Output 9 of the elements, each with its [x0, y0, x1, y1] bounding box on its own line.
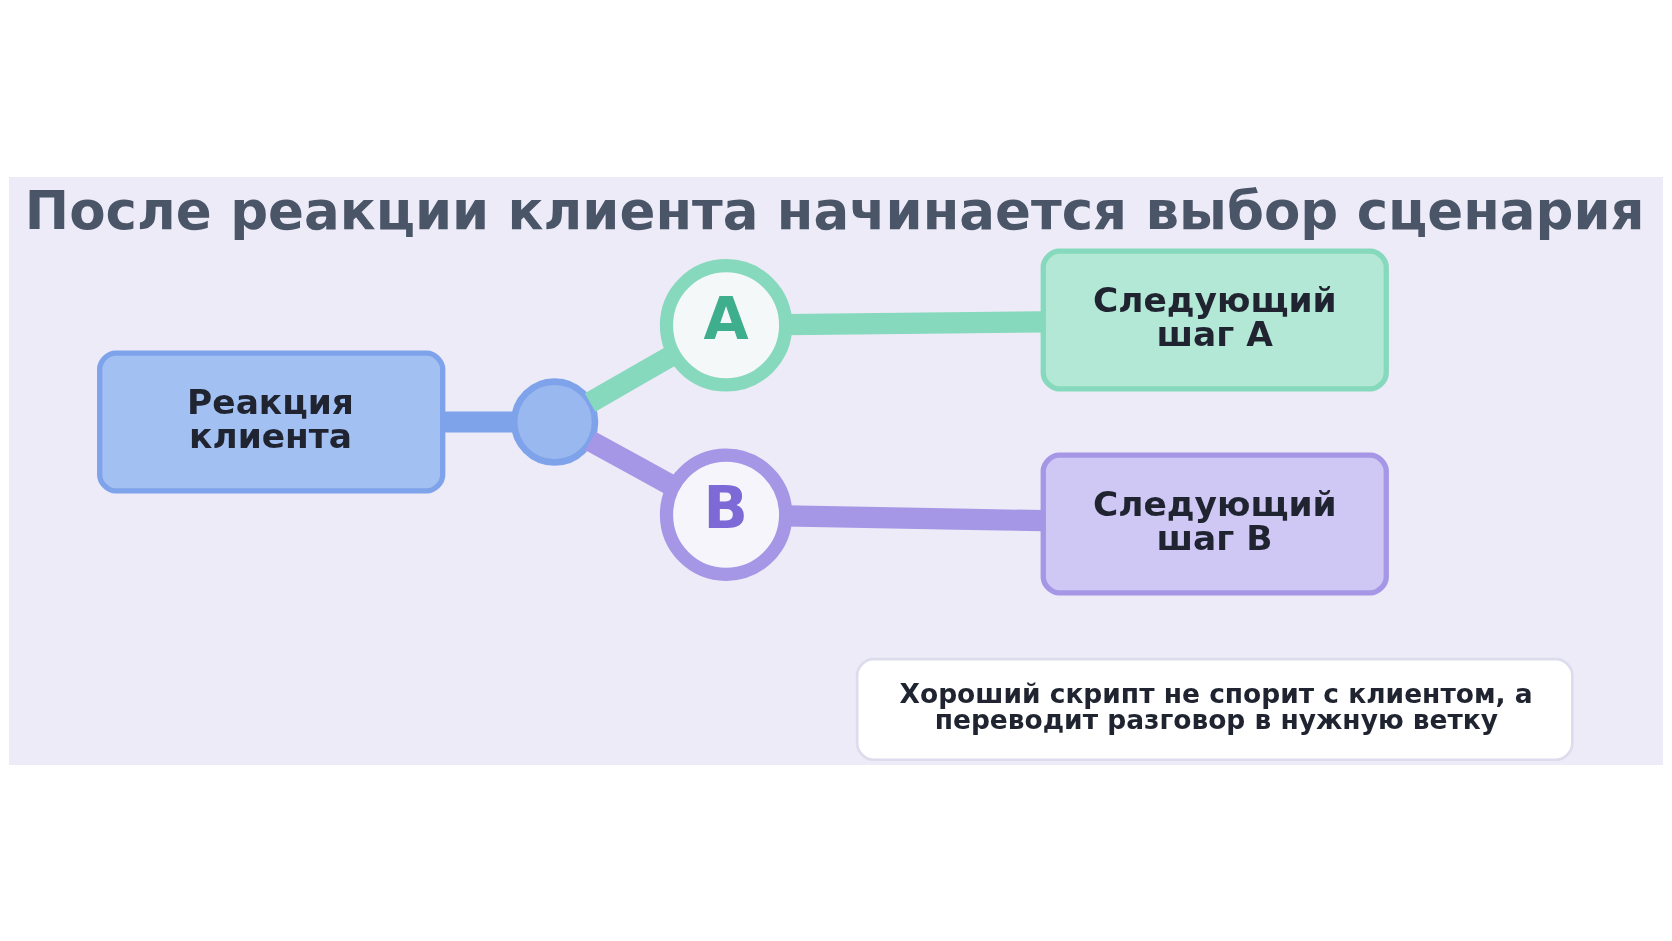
node-circle: [510, 377, 599, 466]
node-box: Следующий шаг B: [1040, 451, 1389, 595]
node-box: Реакция клиента: [97, 350, 446, 493]
diagram-title: После реакции клиента начинается выбор сценария: [24, 179, 1645, 241]
node-circle: B: [659, 448, 793, 581]
node-box: Следующий шаг A: [1040, 248, 1389, 392]
node-box: Хороший скрипт не спорит с клиентом, а переводит разговор в нужную ветку: [855, 657, 1574, 761]
node-circle: A: [659, 258, 793, 392]
connector: [442, 410, 514, 433]
